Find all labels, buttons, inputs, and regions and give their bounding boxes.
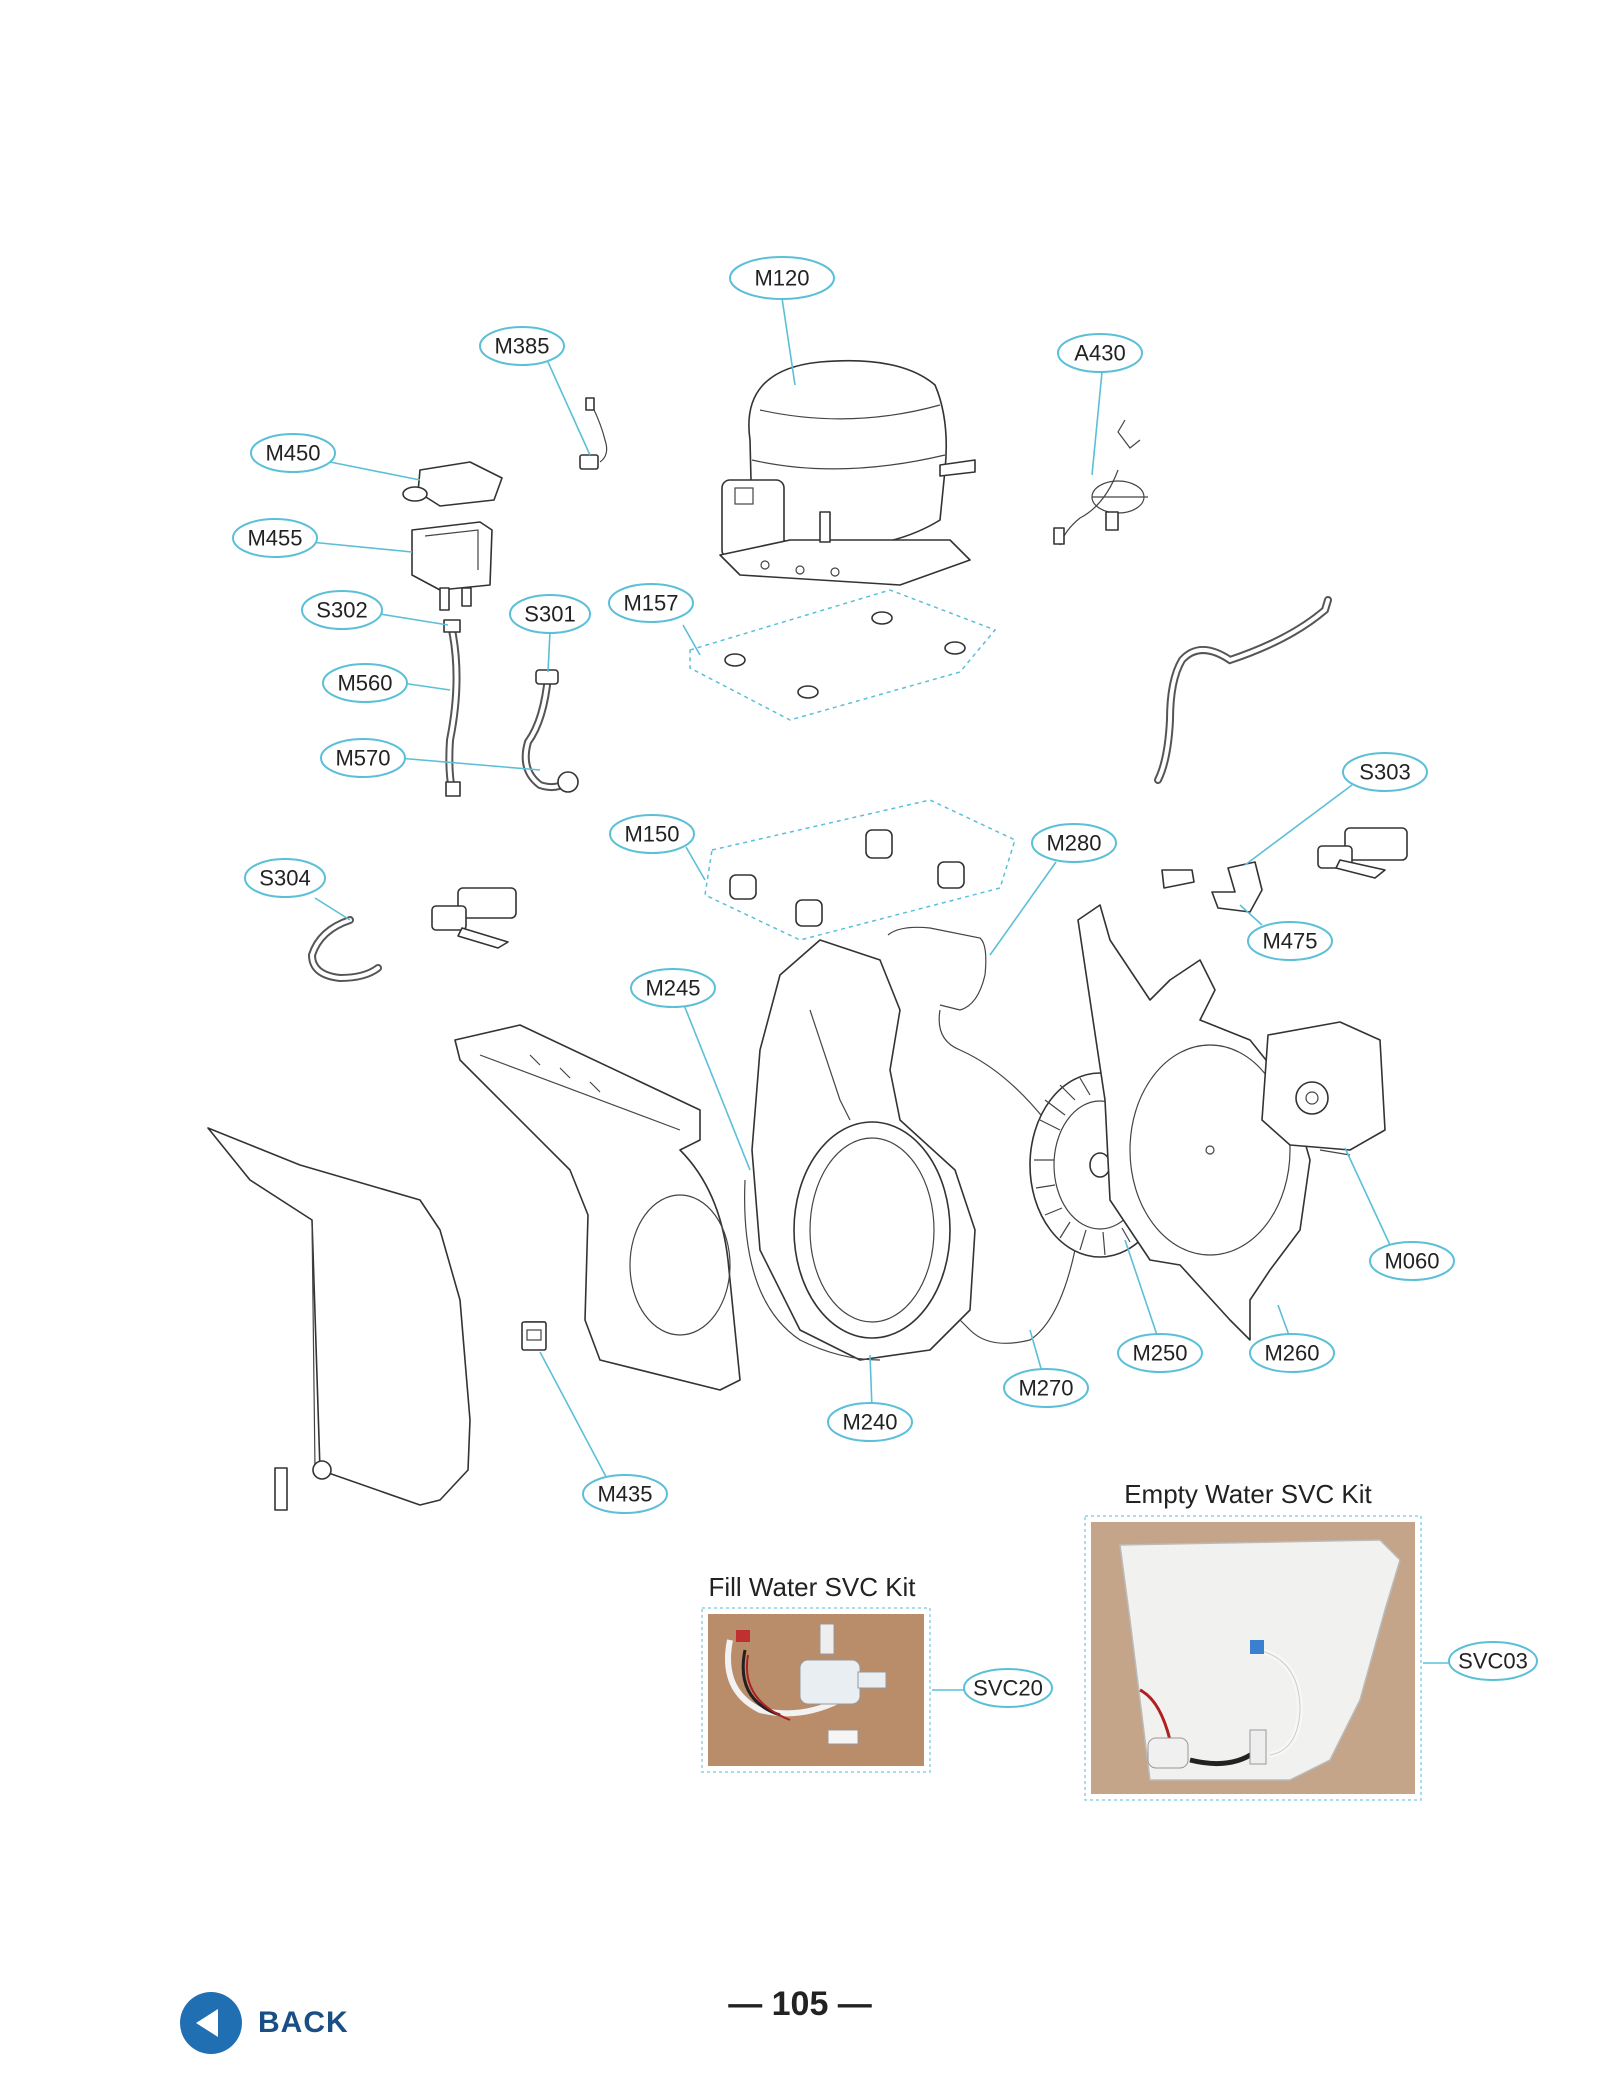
callout-label: M260	[1264, 1341, 1319, 1366]
callout-label: M270	[1018, 1376, 1073, 1401]
callout-M280: M280	[1031, 823, 1117, 863]
callout-M450: M450	[250, 433, 336, 473]
pump-right-part	[1317, 827, 1408, 879]
callout-label: M120	[754, 266, 809, 291]
callout-M240: M240	[827, 1402, 913, 1442]
power-cord-part	[1053, 419, 1148, 546]
callout-label: M240	[842, 1410, 897, 1435]
callout-label: M435	[597, 1482, 652, 1507]
callout-label: M060	[1384, 1249, 1439, 1274]
callout-label: S304	[259, 866, 310, 891]
callout-label: M560	[337, 671, 392, 696]
compressor-part	[719, 359, 976, 586]
callout-M157: M157	[608, 583, 694, 623]
sensor-part	[579, 397, 608, 470]
mounting-plate-part	[689, 589, 997, 721]
fill-water-kit: Fill Water SVC Kit	[701, 1572, 931, 1773]
callout-M570: M570	[320, 738, 406, 778]
callout-label: M250	[1132, 1341, 1187, 1366]
callout-label: M570	[335, 746, 390, 771]
sensor-cover-part	[402, 461, 503, 507]
callout-label: SVC20	[973, 1676, 1043, 1701]
drain-hose-part	[443, 619, 461, 797]
fill-kit-title: Fill Water SVC Kit	[708, 1572, 916, 1602]
callout-label: M157	[623, 591, 678, 616]
callout-S301: S301	[509, 594, 591, 634]
callout-label: SVC03	[1458, 1649, 1528, 1674]
callout-label: M450	[265, 441, 320, 466]
callout-M270: M270	[1003, 1368, 1089, 1408]
callout-S304: S304	[244, 858, 326, 898]
back-arrow-icon	[180, 1992, 242, 2054]
back-button[interactable]: BACK	[180, 1990, 349, 2056]
callout-M250: M250	[1117, 1333, 1203, 1373]
callout-label: A430	[1074, 341, 1125, 366]
callout-label: S303	[1359, 760, 1410, 785]
tube-part	[1154, 596, 1332, 784]
fan-housing-part	[1077, 904, 1311, 1341]
page-number: — 105 —	[728, 1985, 872, 2023]
blower-housing-part	[751, 939, 976, 1361]
callout-M475: M475	[1247, 921, 1333, 961]
callout-M435: M435	[582, 1474, 668, 1514]
callout-S303: S303	[1342, 752, 1428, 792]
elbow-hose-part	[307, 916, 382, 983]
elbow-fitting-part	[1161, 861, 1263, 913]
leader-lines	[309, 297, 1452, 1691]
empty-water-kit: Empty Water SVC Kit	[1084, 1479, 1422, 1801]
callout-label: M475	[1262, 929, 1317, 954]
callout-label: M455	[247, 526, 302, 551]
callout-label: M245	[645, 976, 700, 1001]
callout-label: M150	[624, 822, 679, 847]
callout-M245: M245	[630, 968, 716, 1008]
callout-M120: M120	[729, 256, 835, 300]
callout-label: M385	[494, 334, 549, 359]
switch-part	[521, 1321, 547, 1351]
callout-S302: S302	[301, 590, 383, 630]
back-button-label: BACK	[258, 2006, 349, 2039]
bracket-part	[411, 521, 493, 611]
callout-label: M280	[1046, 831, 1101, 856]
callout-M560: M560	[322, 663, 408, 703]
callout-SVC20: SVC20	[963, 1668, 1053, 1708]
pump-left-part	[431, 887, 517, 949]
motor-part	[1261, 1021, 1386, 1156]
callout-label: S302	[316, 598, 367, 623]
duct-panel-part	[454, 1024, 741, 1391]
grommet-plate-part	[704, 799, 1016, 941]
callout-M260: M260	[1249, 1333, 1335, 1373]
callout-M455: M455	[232, 518, 318, 558]
fill-hose-part	[521, 669, 579, 793]
callout-M150: M150	[609, 814, 695, 854]
callout-M060: M060	[1369, 1241, 1455, 1281]
callout-A430: A430	[1057, 333, 1143, 373]
empty-kit-title: Empty Water SVC Kit	[1124, 1479, 1372, 1509]
callout-SVC03: SVC03	[1448, 1641, 1538, 1681]
callout-label: S301	[524, 602, 575, 627]
callout-M385: M385	[479, 326, 565, 366]
side-cover-part	[207, 1127, 471, 1511]
